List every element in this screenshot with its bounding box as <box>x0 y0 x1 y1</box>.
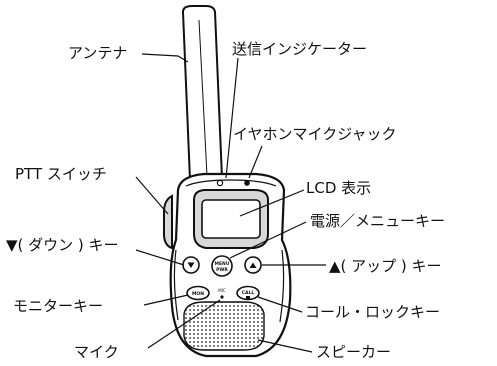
monitor-key-label: モニターキー <box>13 297 103 315</box>
menu-button-text: MENU <box>215 261 230 267</box>
antenna-leader <box>141 53 189 63</box>
callout-labels: アンテナ 送信インジケーター イヤホンマイクジャック PTT スイッチ LCD … <box>6 40 445 361</box>
menu-leader <box>229 221 307 259</box>
lcd-display-label: LCD 表示 <box>306 179 371 197</box>
monitor-button <box>186 285 210 301</box>
speaker-grille <box>183 301 265 351</box>
microphone-label: マイク <box>74 343 119 361</box>
mic-hole <box>220 295 224 299</box>
call-button-text: CALL <box>242 290 255 296</box>
mic-mark-text: MIC <box>218 288 226 293</box>
mon-button-text: MON <box>192 291 204 297</box>
ptt-switch-label: PTT スイッチ <box>15 165 107 183</box>
antenna-label: アンテナ <box>68 44 127 62</box>
radio-illustration: MENU PWR MON MIC CALL <box>163 5 292 358</box>
ptt-leader <box>135 176 169 215</box>
pwr-button-text: PWR <box>216 267 228 273</box>
menu-power-button <box>211 255 233 277</box>
down-leader <box>135 249 185 266</box>
down-key-label: ▼( ダウン ) キー <box>6 236 119 254</box>
lcd-leader <box>239 189 305 217</box>
mic-leader <box>147 299 221 349</box>
transmit-indicator-led <box>216 179 224 187</box>
lcd-screen <box>201 199 261 239</box>
leader-lines <box>135 53 326 353</box>
call-lock-button <box>236 285 260 301</box>
earphone-jack-part <box>244 180 250 186</box>
ptt-switch-part <box>163 194 173 250</box>
up-key-label: ▲( アップ ) キー <box>329 257 442 275</box>
speaker-label: スピーカー <box>316 343 391 361</box>
transmit-leader <box>225 57 239 179</box>
earphone-leader <box>248 145 263 179</box>
call-leader <box>257 296 303 313</box>
transmit-indicator-label: 送信インジケーター <box>232 40 367 58</box>
monitor-leader <box>143 294 189 306</box>
power-menu-key-label: 電源／メニューキー <box>310 212 445 230</box>
lock-icon <box>246 296 250 299</box>
speaker-leader <box>257 339 313 353</box>
earphone-jack-label: イヤホンマイクジャック <box>233 125 397 143</box>
call-lock-key-label: コール・ロックキー <box>305 303 440 321</box>
